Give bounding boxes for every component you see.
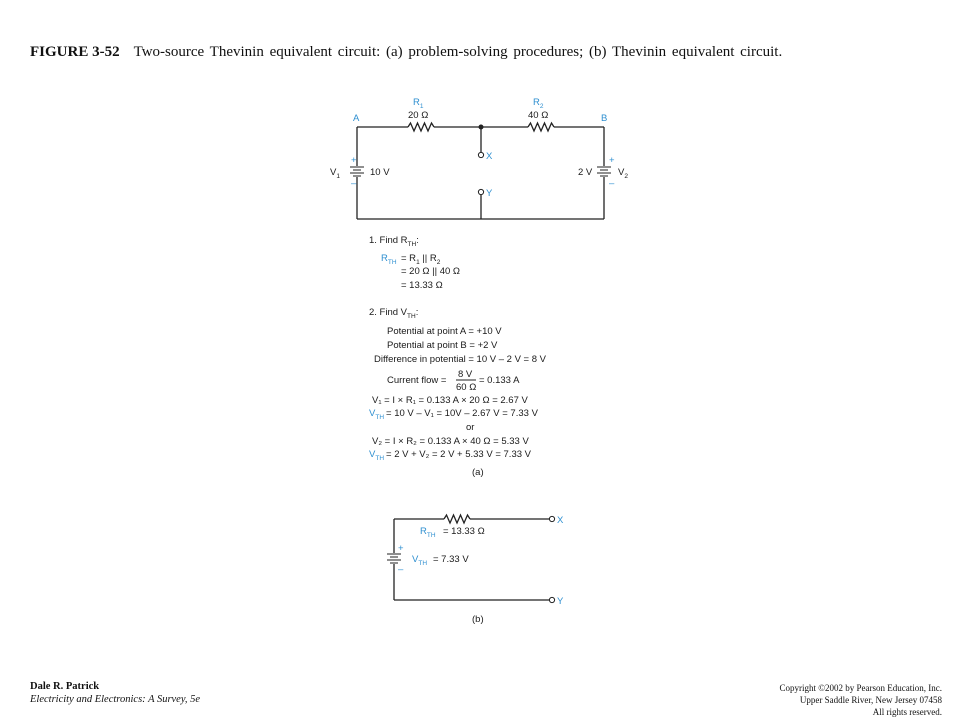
current-numerator: 8 V	[458, 369, 473, 380]
terminal-by-label: Y	[557, 596, 564, 607]
resistor-r1	[407, 121, 435, 133]
step2-title: 2. Find VTH:	[369, 307, 418, 320]
step1-title: 1. Find RTH:	[369, 235, 419, 248]
caption-text: Two-source Thevinin equivalent circuit: …	[133, 44, 783, 60]
vth-b-minus: –	[398, 564, 404, 575]
part-a-label: (a)	[472, 467, 484, 478]
v1-name: V1	[330, 167, 340, 180]
footer-book-title: Electricity and Electronics: A Survey, 5…	[30, 694, 201, 705]
rth-line3: = 13.33 Ω	[401, 280, 443, 291]
resistor-r2	[527, 121, 555, 133]
v1-minus: –	[351, 178, 357, 189]
copyright-line-1: Copyright ©2002 by Pearson Education, In…	[779, 683, 942, 693]
battery-vth-icon	[387, 553, 401, 564]
part-b-label: (b)	[472, 614, 484, 625]
battery-v1-icon	[350, 166, 364, 177]
figure-caption: FIGURE 3-52 Two-source Thevinin equivalen…	[30, 44, 940, 61]
figure-label: FIGURE 3-52	[30, 44, 120, 60]
or-text: or	[466, 422, 474, 433]
copyright-line-3: All rights reserved.	[872, 707, 942, 717]
resistor-rth	[443, 513, 471, 525]
v1-plus: +	[351, 155, 357, 166]
circuit-a: R1 20 Ω R2 40 Ω A B X Y V1 10 V + – 2 V …	[330, 97, 628, 220]
terminal-y-circle[interactable]	[477, 188, 485, 196]
v2-name: V2	[618, 167, 628, 180]
footer-credit: Dale R. Patrick Electricity and Electron…	[30, 680, 200, 706]
terminal-bx-label: X	[557, 515, 564, 526]
v2-value: 2 V	[578, 167, 593, 178]
rth-line2: = 20 Ω || 40 Ω	[401, 266, 460, 277]
v2-equation: V₂ = I × R₂ = 0.133 A × 40 Ω = 5.33 V	[372, 436, 529, 447]
procedure-steps: 1. Find RTH: RTH = R1 || R2 = 20 Ω || 40…	[369, 235, 547, 478]
v2-plus: +	[609, 155, 615, 166]
potential-a: Potential at point A = +10 V	[387, 326, 502, 337]
copyright-line-2: Upper Saddle River, New Jersey 07458	[799, 695, 942, 705]
vth-b-value: = 7.33 V	[433, 554, 469, 565]
battery-v2-icon	[597, 166, 611, 177]
difference-line: Difference in potential = 10 V – 2 V = 8…	[374, 354, 547, 365]
rth-b-value: = 13.33 Ω	[443, 526, 485, 537]
circuit-b: RTH = 13.33 Ω VTH = 7.33 V + – X Y (b)	[387, 513, 564, 625]
terminal-x-circle[interactable]	[477, 151, 485, 159]
terminal-bx-circle[interactable]	[548, 515, 556, 523]
terminal-y-label: Y	[486, 188, 493, 199]
r2-value: 40 Ω	[528, 110, 548, 121]
r1-value: 20 Ω	[408, 110, 428, 121]
r1-name: R1	[413, 97, 424, 110]
rth-b-name: RTH	[420, 526, 436, 539]
current-denominator: 60 Ω	[456, 382, 476, 393]
current-result: = 0.133 A	[479, 375, 520, 386]
v1-value: 10 V	[370, 167, 390, 178]
current-label: Current flow =	[387, 375, 447, 386]
vth-b-plus: +	[398, 543, 404, 554]
node-a-label: A	[353, 113, 360, 124]
v1-equation: V₁ = I × R₁ = 0.133 A × 20 Ω = 2.67 V	[372, 395, 529, 406]
rth-line1: = R1 || R2	[401, 253, 441, 266]
potential-b: Potential at point B = +2 V	[387, 340, 498, 351]
vth-equation-1: VTH= 10 V – V₁ = 10V – 2.67 V = 7.33 V	[369, 408, 539, 421]
rth-lhs: RTH	[381, 253, 397, 266]
node-b-label: B	[601, 113, 607, 124]
terminal-x-label: X	[486, 151, 493, 162]
terminal-by-circle[interactable]	[548, 596, 556, 604]
footer-author: Dale R. Patrick	[30, 681, 100, 692]
r2-name: R2	[533, 97, 544, 110]
footer-copyright: Copyright ©2002 by Pearson Education, In…	[779, 682, 942, 718]
vth-b-name: VTH	[412, 554, 427, 567]
v2-minus: –	[609, 178, 615, 189]
vth-equation-2: VTH= 2 V + V₂ = 2 V + 5.33 V = 7.33 V	[369, 449, 532, 462]
